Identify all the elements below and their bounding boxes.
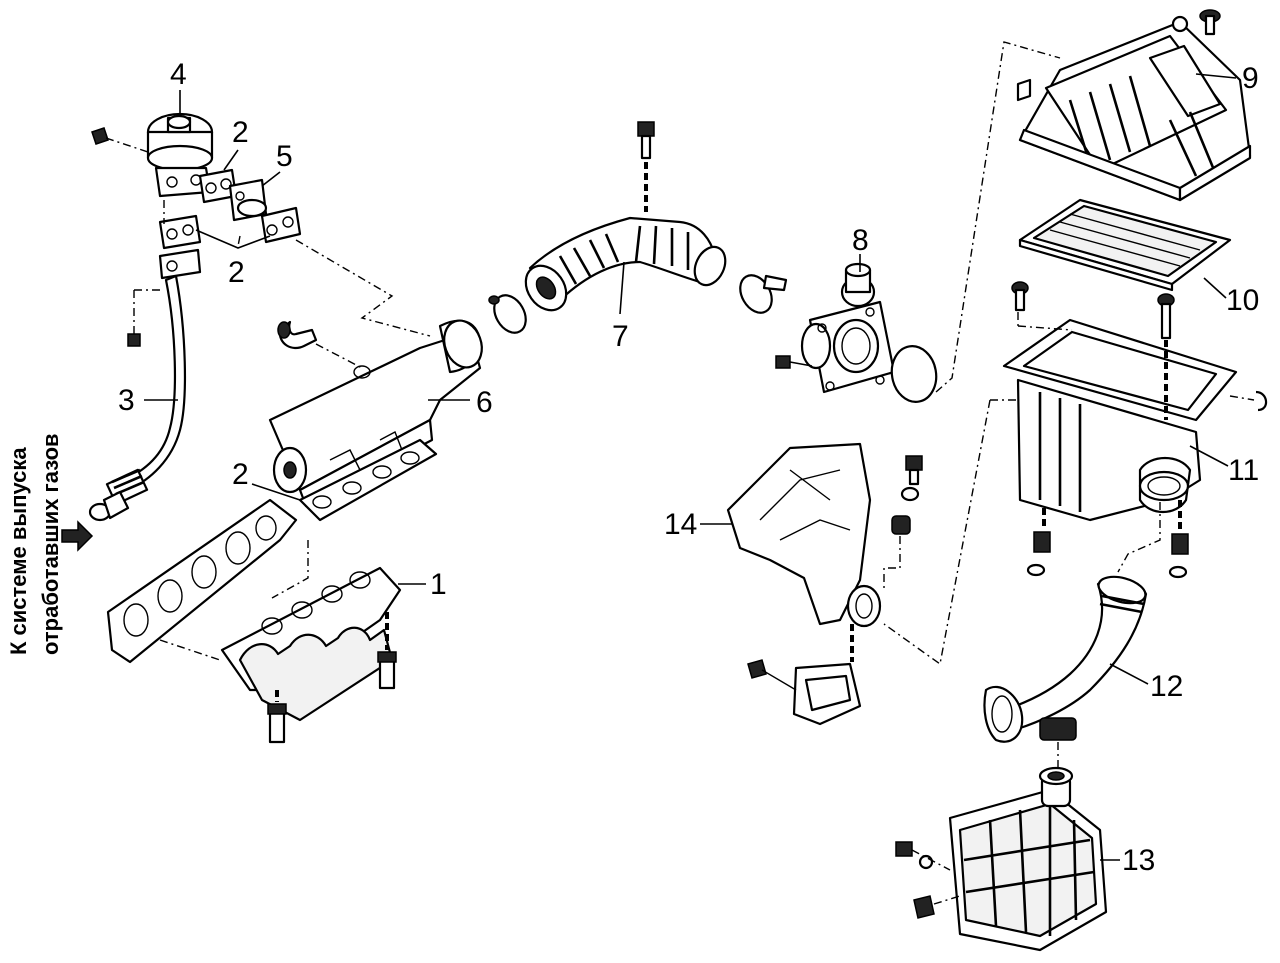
part-1-exhaust-manifold [220,566,402,722]
stud-bolt-icon [377,612,397,690]
callout-8: 8 [852,224,869,257]
leader-line [1109,663,1149,685]
leader-line [251,483,301,501]
rubber-mount-icon [1168,500,1189,579]
callout-5: 5 [276,140,293,173]
callout-2: 2 [232,116,249,149]
part-14-mounting-bracket [726,442,882,628]
o-ring-seal-icon [890,345,938,403]
bolt-icon [637,121,655,212]
callout-2: 2 [228,256,245,289]
leader-line [1203,277,1227,299]
callout-3: 3 [118,384,135,417]
callout-10: 10 [1226,284,1259,317]
assembly-line [935,41,1061,393]
leader-line [195,229,271,249]
callout-13: 13 [1122,844,1155,877]
clip-icon [1229,390,1268,412]
callout-2: 2 [232,458,249,491]
part-2-gasket-lower [158,214,202,250]
assembly-line [237,235,241,247]
part-4-egr-valve [146,112,214,198]
part-9-air-filter-cover [1016,20,1252,202]
part-11-filter-housing [1002,318,1238,522]
callout-9: 9 [1242,62,1259,95]
part-2-gasket-flange [260,206,302,244]
leader-line [261,171,281,187]
callout-1: 1 [430,568,447,601]
assembly-line [1117,502,1161,573]
part-12-intake-hose [983,575,1148,743]
rubber-mount-icon [895,841,961,919]
rubber-mount-icon [1026,508,1051,577]
part-2-gasket-exhaust [106,498,298,664]
bolt-icon [1157,293,1175,420]
callout-11: 11 [1228,454,1259,487]
screw-icon [1171,9,1221,36]
part-3-egr-pipe [88,248,202,522]
callout-4: 4 [170,58,187,91]
part-7-air-duct [524,216,727,312]
leader-line [1195,73,1237,79]
assembly-line [271,540,309,599]
assembly-line [295,239,431,337]
bolt-icon [883,455,923,590]
bolt-icon [127,289,160,347]
assembly-line [159,639,221,661]
side-note-line2: отработавших газов [38,433,63,655]
leader-line [223,149,239,171]
exhaust-arrow-icon [61,520,94,552]
bolt-icon [1011,281,1073,331]
callout-12: 12 [1150,670,1183,703]
bolt-icon [91,127,149,153]
exhaust-system-note: К системе выпуска отработавших газов [6,433,63,655]
part-5-connector-pipe [228,178,268,222]
leader-line [619,261,625,315]
part-10-filter-element [1018,198,1232,292]
part-2-gasket-manifold [298,438,438,522]
part-8-throttle-body [800,262,896,394]
side-note-line1: К системе выпуска [6,447,31,655]
leader-line [1189,445,1229,467]
elbow-fitting-icon [277,320,363,369]
hose-clamp-icon [488,294,527,334]
callout-7: 7 [612,320,629,353]
part-13-resonator [948,766,1108,952]
stud-bolt-icon [267,690,287,744]
assembly-line [883,399,1020,666]
callout-14: 14 [664,508,697,541]
hose-clamp-icon [739,274,788,314]
callout-6: 6 [476,386,493,419]
support-bracket [747,624,862,726]
bolt-icon [775,355,813,369]
